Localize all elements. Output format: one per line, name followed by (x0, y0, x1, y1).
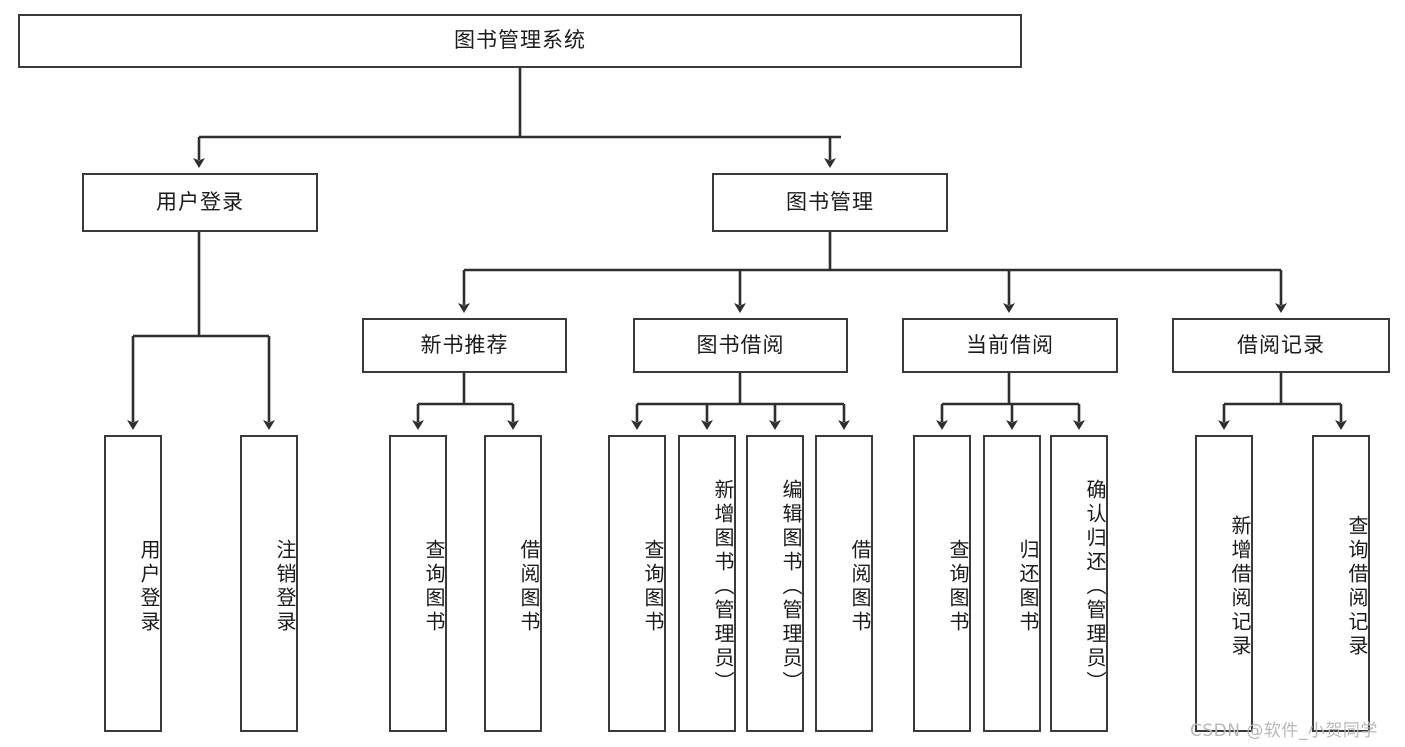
node-current-borrow[interactable]: 当前借阅 (902, 318, 1118, 373)
leaf-add-record-label: 新增借阅记录 (1228, 514, 1252, 659)
leaf-borrow-book-1[interactable]: 借阅图书 (484, 435, 542, 732)
leaf-user-login-label: 用户登录 (137, 538, 161, 635)
node-new-book-rec-label: 新书推荐 (420, 332, 509, 357)
leaf-query-book-1[interactable]: 查询图书 (389, 435, 447, 732)
leaf-borrow-book-1-label: 借阅图书 (517, 538, 541, 635)
leaf-logout-label: 注销登录 (273, 538, 297, 635)
node-root-label: 图书管理系统 (454, 28, 586, 53)
leaf-confirm-return[interactable]: 确认归还（管理员） (1050, 435, 1108, 732)
node-current-borrow-label: 当前借阅 (966, 332, 1054, 357)
node-root[interactable]: 图书管理系统 (18, 14, 1022, 68)
node-user-login-label: 用户登录 (156, 189, 244, 214)
leaf-query-record[interactable]: 查询借阅记录 (1312, 435, 1370, 732)
node-borrow-record[interactable]: 借阅记录 (1172, 318, 1390, 373)
leaf-borrow-book-2[interactable]: 借阅图书 (815, 435, 873, 732)
leaf-user-login[interactable]: 用户登录 (104, 435, 162, 732)
leaf-add-book[interactable]: 新增图书（管理员） (678, 435, 736, 732)
leaf-edit-book-label: 编辑图书（管理员） (779, 478, 803, 695)
leaf-query-book-2-label: 查询图书 (641, 538, 665, 635)
leaf-logout[interactable]: 注销登录 (240, 435, 298, 732)
node-book-borrow[interactable]: 图书借阅 (633, 318, 848, 373)
leaf-borrow-book-2-label: 借阅图书 (848, 538, 872, 635)
node-borrow-record-label: 借阅记录 (1237, 332, 1325, 357)
leaf-confirm-return-label: 确认归还（管理员） (1083, 478, 1107, 695)
leaf-return-book[interactable]: 归还图书 (983, 435, 1041, 732)
leaf-edit-book[interactable]: 编辑图书（管理员） (746, 435, 804, 732)
node-book-borrow-label: 图书借阅 (696, 332, 785, 357)
node-new-book-rec[interactable]: 新书推荐 (362, 318, 567, 373)
leaf-query-book-2[interactable]: 查询图书 (608, 435, 666, 732)
leaf-add-book-label: 新增图书（管理员） (711, 478, 735, 695)
watermark: CSDN @软件_小贺同学 (1190, 721, 1378, 741)
leaf-query-book-3-label: 查询图书 (946, 538, 970, 635)
leaf-query-book-3[interactable]: 查询图书 (913, 435, 971, 732)
leaf-query-book-1-label: 查询图书 (422, 538, 446, 635)
node-book-manage[interactable]: 图书管理 (712, 173, 948, 232)
leaf-return-book-label: 归还图书 (1016, 538, 1040, 635)
leaf-query-record-label: 查询借阅记录 (1345, 514, 1369, 659)
leaf-add-record[interactable]: 新增借阅记录 (1195, 435, 1253, 732)
node-user-login[interactable]: 用户登录 (82, 173, 318, 232)
node-book-manage-label: 图书管理 (786, 189, 874, 214)
